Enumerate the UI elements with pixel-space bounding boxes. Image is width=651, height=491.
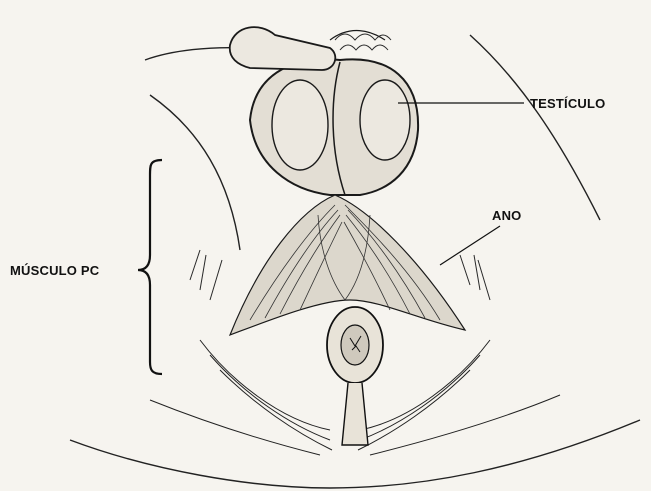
pc-muscle-label: MÚSCULO PC	[10, 263, 100, 278]
anus-drawing	[327, 307, 383, 445]
testicle-drawing	[250, 59, 418, 195]
pc-muscle-brace	[138, 160, 162, 374]
anus-leader-line	[440, 226, 500, 265]
anus-label: ANO	[492, 208, 522, 223]
testicle-label: TESTÍCULO	[530, 96, 605, 111]
